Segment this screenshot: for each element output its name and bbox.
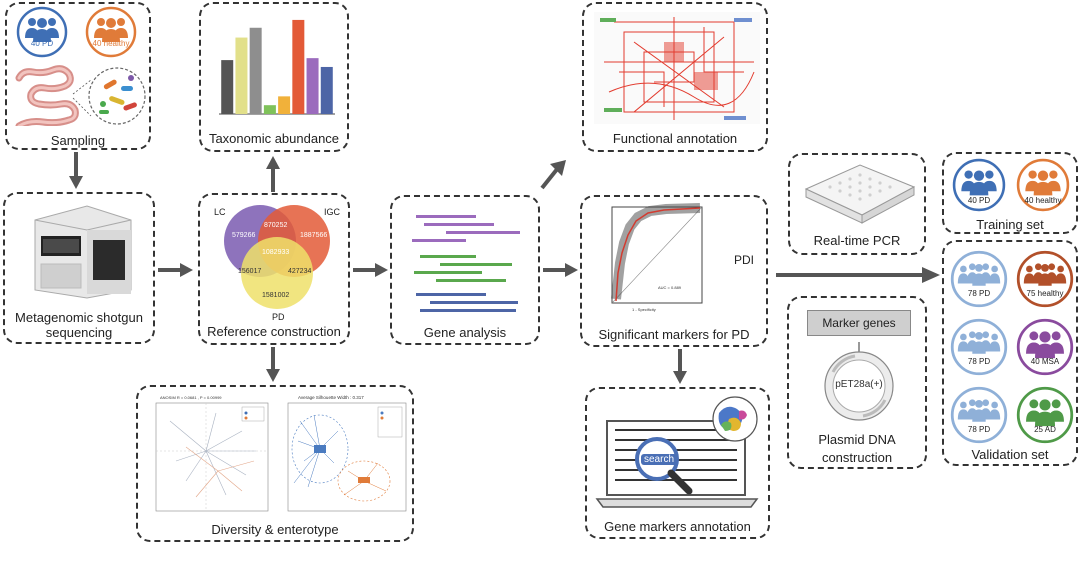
- tax-bar: [292, 19, 305, 115]
- validation-panel: 78 PD 75 healthy 78 PD 40 MSA 78 PD 25 A…: [942, 240, 1078, 466]
- training-pd-people-icon: [952, 158, 1006, 212]
- healthy-people-icon: [85, 6, 137, 58]
- venn-pd-label: PD: [272, 312, 285, 322]
- gene-analysis-panel: Gene analysis: [390, 195, 540, 345]
- venn-lc-igc: 870252: [264, 222, 287, 229]
- pdi-label: PDI: [734, 253, 755, 267]
- venn-lc-pd: 156017: [238, 268, 261, 275]
- roc-curve-plot: AUC = 0.889 1 - Specificity: [611, 203, 703, 312]
- pcr-caption: Real-time PCR: [813, 233, 901, 248]
- validation-group-label: 78 PD: [967, 289, 991, 298]
- svg-text:1 - Specificity: 1 - Specificity: [632, 307, 656, 312]
- training-healthy-label: 40 healthy: [1024, 196, 1062, 205]
- arrow-right-long-icon: [776, 267, 940, 283]
- validation-group-label: 40 MSA: [1030, 357, 1060, 366]
- svg-text:AUC = 0.889: AUC = 0.889: [658, 285, 682, 290]
- functional-panel: Functional annotation: [582, 2, 768, 152]
- training-pd-label: 40 PD: [967, 196, 991, 205]
- arrow-up-icon: [266, 156, 280, 192]
- metagenomic-caption-line1: Metagenomic shotgun: [15, 310, 143, 325]
- marker-genes-label: Marker genes: [807, 310, 911, 336]
- plasmid-caption-line2: construction: [821, 450, 893, 465]
- functional-caption: Functional annotation: [612, 131, 738, 146]
- taxonomic-bar-chart: [219, 19, 335, 115]
- venn-lc-label: LC: [214, 207, 226, 217]
- healthy-group-label: 40 healthy: [92, 39, 130, 48]
- tax-bar: [278, 96, 291, 114]
- tax-bar: [249, 27, 262, 114]
- pd-people-icon: [16, 6, 68, 58]
- right-plot-title: Average Silhouette Width : 0.317: [298, 395, 364, 400]
- gene-markers-caption: Gene markers annotation: [604, 519, 751, 534]
- validation-group-label: 78 PD: [967, 425, 991, 434]
- metagenomic-panel: Metagenomic shotgun sequencing: [3, 192, 155, 344]
- validation-pd-people-icon: [950, 250, 1008, 308]
- arrow-down-icon: [266, 347, 280, 382]
- tax-bar: [235, 37, 248, 114]
- sampling-panel: 40 PD 40 healthy Sampling: [5, 2, 151, 150]
- pd-group-label: 40 PD: [30, 39, 54, 48]
- arrow-right-icon: [158, 263, 193, 277]
- validation-msa-people-icon: [1016, 318, 1074, 376]
- markers-panel: AUC = 0.889 1 - Specificity PDI Signific…: [580, 195, 768, 347]
- validation-pd-people-icon: [950, 386, 1008, 444]
- reference-panel: LC IGC 579266 870252 1887566 1082933 156…: [198, 193, 350, 345]
- metagenomic-caption-line2: sequencing: [45, 325, 113, 340]
- validation-caption: Validation set: [971, 447, 1049, 462]
- intestine-microbe-illustration: [15, 65, 146, 126]
- pcr-panel: Real-time PCR: [788, 153, 926, 255]
- taxonomic-panel: Taxonomic abundance: [199, 2, 349, 152]
- validation-group-label: 78 PD: [967, 357, 991, 366]
- venn-igc-label: IGC: [324, 207, 341, 217]
- venn-diagram: LC IGC 579266 870252 1887566 1082933 156…: [214, 205, 341, 322]
- arrow-down-icon: [69, 152, 83, 189]
- plasmid-panel: Marker genes pET28a(+) Plasmid DNA const…: [787, 296, 927, 469]
- diversity-panel: ANOSIM R = 0.0681 , P = 0.00999 Average …: [136, 385, 414, 542]
- training-caption: Training set: [976, 217, 1044, 232]
- venn-pd-only: 1581002: [262, 292, 289, 299]
- validation-healthy-people-icon: [1016, 250, 1074, 308]
- validation-group-label: 25 AD: [1034, 425, 1056, 434]
- enterotype-scatter-plot: Average Silhouette Width : 0.317: [287, 395, 407, 512]
- gene-analysis-caption: Gene analysis: [423, 325, 507, 340]
- arrow-right-icon: [353, 263, 388, 277]
- training-healthy-people-icon: [1016, 158, 1070, 212]
- metabolic-pathway-map: [594, 12, 760, 124]
- markers-caption: Significant markers for PD: [598, 327, 750, 342]
- pcr-plate-icon: [804, 164, 916, 224]
- plasmid-caption-line1: Plasmid DNA: [818, 432, 896, 447]
- gene-sequence-lines: [412, 215, 520, 312]
- tax-bar: [221, 60, 234, 114]
- tax-bar: [263, 105, 276, 114]
- venn-center: 1082933: [262, 249, 289, 256]
- arrow-right-icon: [543, 263, 578, 277]
- tax-bar: [306, 58, 319, 114]
- validation-group-label: 75 healthy: [1026, 289, 1064, 298]
- venn-igc-only: 1887566: [300, 232, 327, 239]
- venn-lc-only: 579266: [232, 232, 255, 239]
- arrow-diagonal-icon: [540, 160, 566, 190]
- tax-bar: [320, 66, 333, 114]
- training-panel: 40 PD 40 healthy Training set: [942, 152, 1078, 234]
- sampling-caption: Sampling: [50, 133, 106, 148]
- sequencer-icon: [34, 205, 132, 299]
- gene-markers-panel: search Gene markers annotation: [585, 387, 770, 539]
- left-plot-title: ANOSIM R = 0.0681 , P = 0.00999: [160, 395, 222, 400]
- pcoa-scatter-plot: ANOSIM R = 0.0681 , P = 0.00999: [155, 395, 269, 512]
- taxonomic-caption: Taxonomic abundance: [208, 131, 340, 146]
- arrow-down-icon: [673, 349, 687, 384]
- diversity-caption: Diversity & enterotype: [211, 522, 339, 537]
- plasmid-label: pET28a(+): [835, 379, 883, 390]
- venn-igc-pd: 427234: [288, 268, 311, 275]
- validation-pd-people-icon: [950, 318, 1008, 376]
- validation-ad-people-icon: [1016, 386, 1074, 444]
- plasmid-circle-icon: [824, 342, 894, 421]
- laptop-search-illustration: [595, 396, 759, 508]
- reference-caption: Reference construction: [207, 324, 341, 339]
- search-label: search: [641, 454, 677, 465]
